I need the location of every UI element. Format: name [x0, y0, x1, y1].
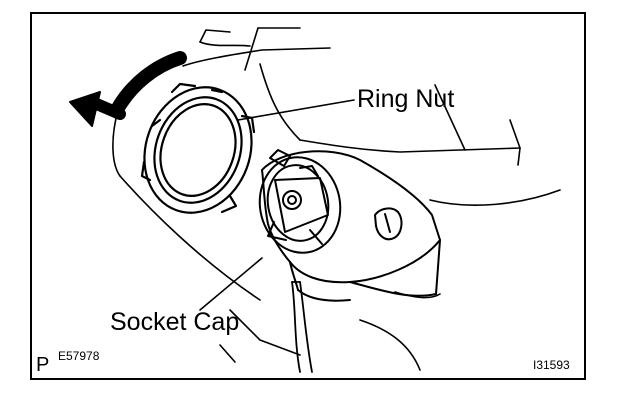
bulb-socket-part	[258, 149, 441, 302]
ring-nut-part	[140, 82, 256, 214]
page-mark-label: P	[36, 354, 50, 376]
body-panel-lines	[112, 27, 561, 371]
figure-code-label: E57978	[58, 349, 100, 363]
callout-leaders	[199, 99, 355, 311]
figure-frame	[30, 12, 586, 380]
illustration-code-label: I31593	[533, 358, 570, 372]
counterclockwise-arrow-icon	[69, 51, 187, 127]
socket-cap-label: Socket Cap	[110, 308, 240, 336]
wiring-harness	[291, 281, 313, 373]
ring-nut-label: Ring Nut	[357, 85, 455, 113]
